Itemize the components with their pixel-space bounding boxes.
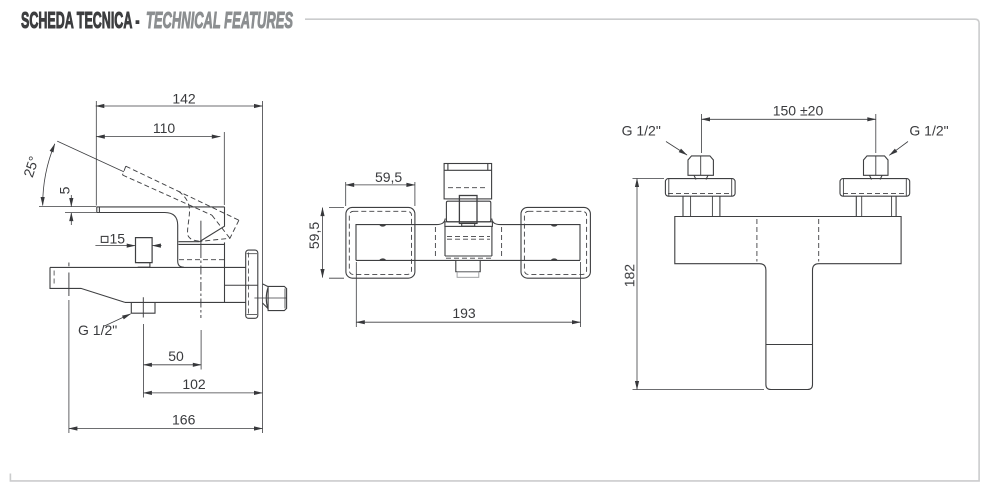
svg-text:102: 102 [182,376,206,392]
svg-text:15: 15 [110,231,126,247]
svg-text:166: 166 [172,412,196,428]
svg-text:5: 5 [57,186,73,194]
svg-text:150 ±20: 150 ±20 [773,103,824,119]
svg-text:59,5: 59,5 [306,222,322,249]
svg-text:G 1/2": G 1/2" [78,322,117,338]
svg-text:110: 110 [153,120,176,136]
svg-text:50: 50 [168,348,184,364]
svg-text:59,5: 59,5 [375,169,402,185]
svg-text:G 1/2": G 1/2" [909,123,948,139]
svg-text:193: 193 [452,305,476,321]
svg-text:142: 142 [172,90,196,106]
svg-text:25°: 25° [20,154,42,179]
svg-text:G 1/2": G 1/2" [622,123,661,139]
svg-text:182: 182 [621,264,637,288]
